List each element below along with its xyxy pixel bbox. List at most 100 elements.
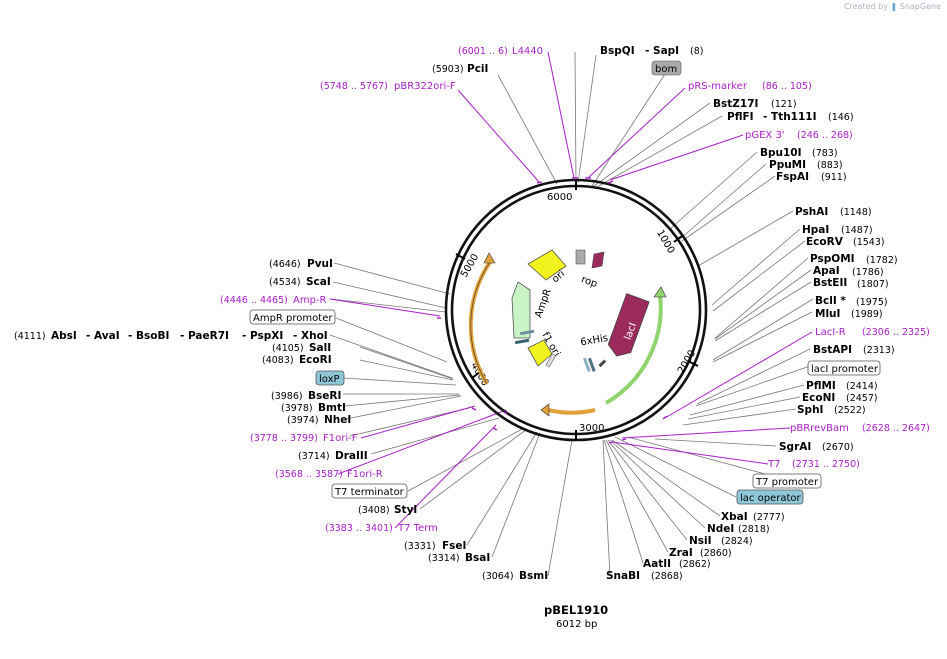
sphi-label[interactable]: SphI (797, 404, 823, 416)
snabi-label[interactable]: SnaBI (606, 570, 640, 582)
t7-promoter-arc (547, 408, 596, 415)
bspqi-pos: (8) (690, 46, 703, 57)
fspai-label[interactable]: FspAI (776, 171, 809, 183)
ampp-box[interactable] (249, 309, 336, 325)
mlui-label[interactable]: MluI (815, 308, 840, 320)
bstapi-pos: (2313) (863, 345, 895, 356)
loxp-box[interactable] (315, 370, 345, 386)
aatii-pos: (2862) (679, 559, 711, 570)
pcii-pos: (5903) (432, 64, 464, 75)
t7term-label[interactable]: T7 Term (397, 523, 438, 534)
tick-3000: 3000 (579, 423, 604, 434)
paer7i-label[interactable]: - PaeR7I (180, 330, 229, 342)
scai-label[interactable]: ScaI (306, 276, 331, 288)
t7t-box[interactable] (331, 483, 408, 499)
term-feature (514, 338, 530, 345)
ampr-pos: (4446 .. 4465) (220, 295, 288, 306)
credit-brand: SnapGene (899, 2, 941, 11)
ndei-label[interactable]: NdeI (707, 523, 734, 535)
snapgene-logo-icon: ❚ (890, 2, 898, 11)
f1r-label[interactable]: F1ori-R (347, 469, 383, 480)
bcli-label[interactable]: BclI * (815, 295, 846, 307)
sphi-pos: (2522) (834, 405, 866, 416)
xbai-label[interactable]: XbaI (721, 511, 748, 523)
pbrrev-label[interactable]: pBRrevBam (790, 423, 849, 434)
absi-label[interactable]: AbsI (51, 330, 77, 342)
ppumi-label[interactable]: PpuMI (769, 159, 806, 171)
pflmi-label[interactable]: PflMI (806, 380, 836, 392)
aatii-label[interactable]: AatII (643, 558, 671, 570)
rop-feature[interactable] (591, 251, 605, 269)
sapi-label[interactable]: - SapI (645, 45, 679, 57)
lacop-box[interactable] (736, 489, 804, 505)
hpai-label[interactable]: HpaI (802, 224, 829, 236)
bpu10i-label[interactable]: Bpu10I (760, 147, 802, 159)
avai-label[interactable]: - AvaI (86, 330, 120, 342)
styi-pos: (3408) (358, 505, 390, 516)
pgex-label[interactable]: pGEX 3' (745, 130, 785, 141)
bmti-label[interactable]: BmtI (318, 402, 346, 414)
ampr-feature[interactable] (511, 281, 531, 339)
t7t-label: T7 terminator (334, 487, 405, 498)
psp-pos: (1782) (866, 255, 898, 266)
sali-label[interactable]: SalI (309, 342, 331, 354)
ndei-pos: (2818) (738, 524, 770, 535)
t7-label[interactable]: T7 (767, 459, 780, 470)
pcii-label[interactable]: PciI (467, 63, 488, 75)
apai-label[interactable]: ApaI (813, 265, 840, 277)
ori-feature[interactable] (527, 249, 567, 281)
econi-label[interactable]: EcoNI (802, 392, 835, 404)
bstapi-label[interactable]: BstAPI (813, 344, 852, 356)
ampp-label: AmpR promoter (253, 313, 333, 324)
prs-label[interactable]: pRS-marker (688, 81, 748, 92)
stuffer-feature (545, 353, 557, 368)
fsei-label[interactable]: FseI (442, 540, 466, 552)
lacir-label[interactable]: LacI-R (815, 327, 846, 338)
bsai-label[interactable]: BsaI (465, 552, 490, 564)
ecorv-label[interactable]: EcoRV (806, 236, 844, 248)
nhei-pos: (3974) (287, 415, 319, 426)
bmti-pos: (3978) (281, 403, 313, 414)
tth111i-label[interactable]: - Tth111I (763, 111, 817, 123)
nhei-label[interactable]: NheI (324, 414, 351, 426)
pvui-label[interactable]: PvuI (307, 258, 333, 270)
draiii-label[interactable]: DraIII (335, 450, 368, 462)
t7p-label: T7 promoter (755, 477, 819, 488)
pshai-label[interactable]: PshAI (795, 206, 828, 218)
bsobi-label[interactable]: - BsoBI (128, 330, 169, 342)
amp-promoter-arrow (483, 252, 496, 264)
f1f-label[interactable]: F1ori-F (323, 433, 358, 444)
lacop-label: lac operator (740, 493, 801, 504)
bspqi-label[interactable]: BspQI (600, 45, 635, 57)
econi-pos: (2457) (846, 393, 878, 404)
bsteii-label[interactable]: BstEII (813, 277, 847, 289)
zrai-label[interactable]: ZraI (669, 547, 693, 559)
ampr-primer-label[interactable]: Amp-R (293, 295, 327, 306)
xhoi-label[interactable]: - XhoI (293, 330, 328, 342)
fsei-pos: (3331) (404, 541, 436, 552)
pspxi-label[interactable]: - PspXI (242, 330, 283, 342)
snapgene-credit: Created by ❚ SnapGene (844, 2, 941, 11)
lacip-box[interactable] (807, 360, 881, 376)
laci-feature[interactable] (605, 293, 650, 360)
rop-label: rop (580, 274, 599, 290)
sgrai-label[interactable]: SgrAI (779, 441, 811, 453)
styi-label[interactable]: StyI (394, 504, 417, 516)
pflfi-label[interactable]: PflFI (727, 111, 754, 123)
bom-box[interactable] (651, 60, 682, 76)
bsmi-label[interactable]: BsmI (519, 570, 548, 582)
bseri-label[interactable]: BseRI (308, 390, 341, 402)
backbone-inner (450, 184, 702, 436)
ecori-label[interactable]: EcoRI (299, 354, 332, 366)
bstz17i-label[interactable]: BstZ17I (713, 98, 758, 110)
nsii-label[interactable]: NsiI (689, 535, 712, 547)
fspai-pos: (911) (821, 172, 847, 183)
t7p-box[interactable] (752, 473, 822, 489)
l4440-label[interactable]: L4440 (512, 46, 543, 57)
absi-pos: (4111) (14, 331, 46, 342)
pbr322-label[interactable]: pBR322ori-F (394, 81, 456, 92)
scai-pos: (4534) (269, 277, 301, 288)
laci-promoter-arc (604, 294, 663, 405)
psp-label[interactable]: PspOMI (810, 253, 855, 265)
